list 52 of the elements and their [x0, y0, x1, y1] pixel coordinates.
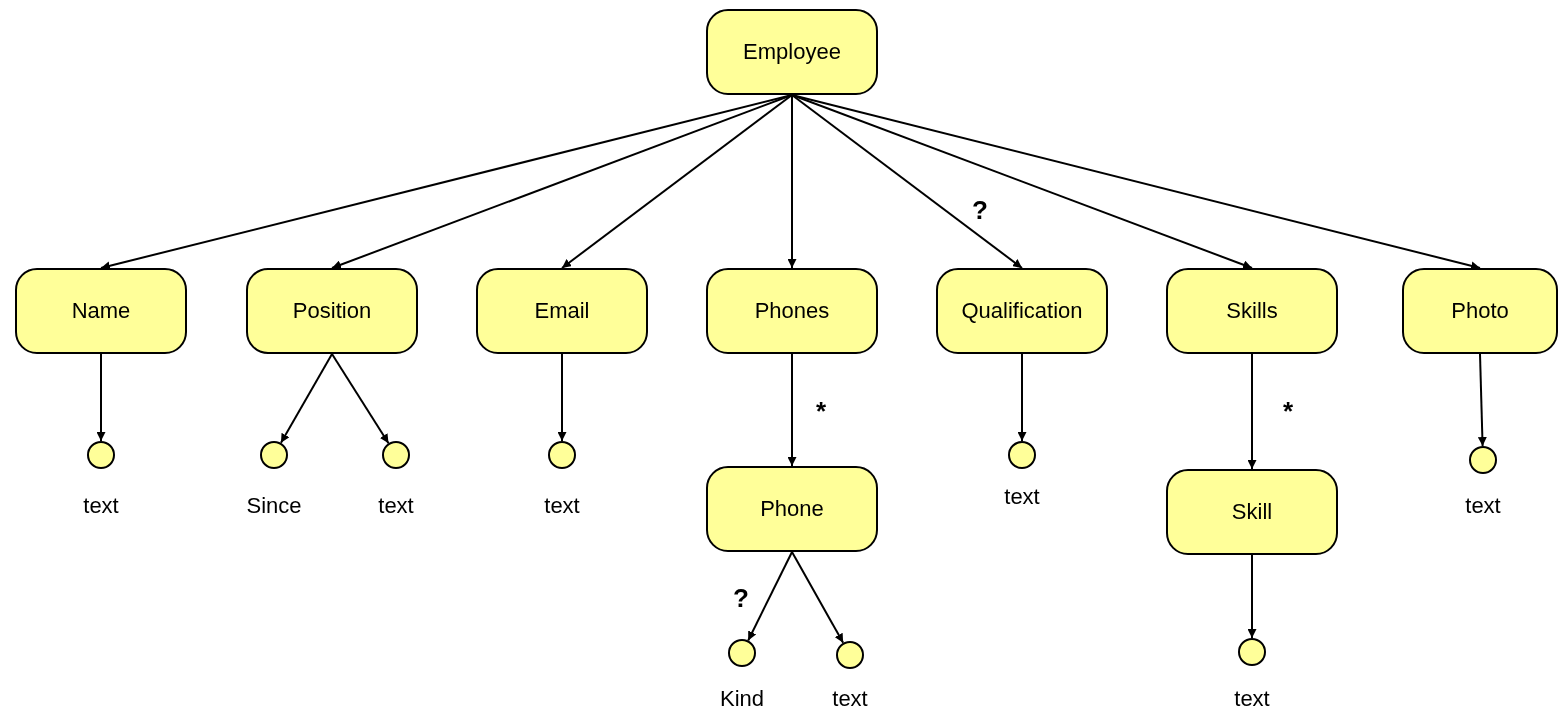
- circle-node: [836, 641, 864, 669]
- node-caption: text: [544, 493, 580, 519]
- arrow: [791, 551, 845, 644]
- arrow: [96, 353, 106, 442]
- node-label: Skills: [1226, 298, 1278, 324]
- arrow: [1017, 353, 1027, 442]
- node-caption: text: [83, 493, 119, 519]
- arrow: [1477, 353, 1487, 447]
- rounded-box: [15, 268, 187, 354]
- node-caption: text: [832, 686, 868, 711]
- circle-node: [260, 441, 288, 469]
- node-label: Email: [534, 298, 590, 324]
- rounded-box: [1402, 268, 1558, 354]
- circle-node: [87, 441, 115, 469]
- rounded-box: [1166, 469, 1338, 555]
- node-caption: text: [1004, 484, 1040, 510]
- circle-node: [548, 441, 576, 469]
- arrow: [791, 94, 1023, 269]
- node-label: Skill: [1231, 499, 1273, 525]
- circle-node: [1238, 638, 1266, 666]
- node-label: Phone: [760, 496, 824, 522]
- node-label: Position: [292, 298, 372, 324]
- arrow: [331, 353, 390, 445]
- rounded-box: [246, 268, 418, 354]
- node-label: Photo: [1451, 298, 1509, 324]
- arrow: [1247, 353, 1257, 470]
- rounded-box: [936, 268, 1108, 354]
- node-caption: Kind: [720, 686, 764, 711]
- arrow: [787, 353, 797, 467]
- node-caption: Since: [246, 493, 302, 519]
- node-caption: text: [378, 493, 414, 519]
- rounded-box: [706, 466, 878, 552]
- circle-node: [728, 639, 756, 667]
- arrow: [1247, 554, 1257, 639]
- node-caption: text: [1465, 493, 1501, 519]
- rounded-box: [1166, 268, 1338, 354]
- rounded-box: [706, 268, 878, 354]
- circle-node: [1008, 441, 1036, 469]
- arrow: [279, 353, 333, 444]
- arrow: [561, 94, 793, 269]
- node-label: Qualification: [961, 298, 1083, 324]
- circle-node: [382, 441, 410, 469]
- node-label: Name: [71, 298, 131, 324]
- rounded-box: [706, 9, 878, 95]
- arrow: [557, 353, 567, 442]
- node-label: Phones: [754, 298, 830, 324]
- arrow: [787, 94, 797, 269]
- node-caption: text: [1234, 686, 1270, 711]
- node-label: Employee: [743, 39, 841, 65]
- rounded-box: [476, 268, 648, 354]
- circle-node: [1469, 446, 1497, 474]
- arrow: [747, 551, 793, 642]
